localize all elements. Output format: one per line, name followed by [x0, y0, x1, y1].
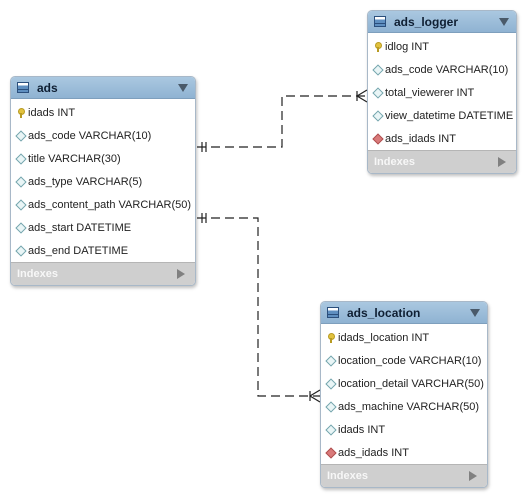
column-diamond-icon [16, 223, 25, 232]
indexes-label: Indexes [374, 156, 415, 168]
column-label: view_datetime DATETIME [385, 109, 514, 122]
column-row[interactable]: ads_code VARCHAR(10) [368, 58, 516, 81]
table-title: ads [37, 80, 58, 95]
column-row[interactable]: idads INT [321, 418, 487, 441]
table-header[interactable]: ads_logger [368, 11, 516, 33]
column-diamond-icon [326, 425, 335, 434]
column-list: idlog INT ads_code VARCHAR(10) total_vie… [368, 33, 516, 150]
column-diamond-icon [373, 111, 382, 120]
column-diamond-icon [16, 131, 25, 140]
column-label: ads_code VARCHAR(10) [385, 63, 509, 76]
primary-key-icon [373, 42, 382, 52]
column-row[interactable]: ads_content_path VARCHAR(50) [11, 193, 195, 216]
column-row[interactable]: ads_code VARCHAR(10) [11, 124, 195, 147]
collapse-arrow-icon[interactable] [499, 18, 509, 26]
column-diamond-icon [16, 177, 25, 186]
table-header[interactable]: ads [11, 77, 195, 99]
column-label: idads INT [28, 106, 76, 119]
column-row[interactable]: ads_end DATETIME [11, 239, 195, 262]
table-title: ads_logger [394, 14, 459, 29]
relationship-ads-to-ads-logger [197, 89, 368, 152]
expand-arrow-icon[interactable] [177, 269, 185, 279]
foreign-key-icon [326, 448, 335, 457]
column-row[interactable]: ads_machine VARCHAR(50) [321, 395, 487, 418]
table-icon [374, 16, 386, 27]
column-label: idads INT [338, 423, 386, 436]
column-row[interactable]: ads_start DATETIME [11, 216, 195, 239]
foreign-key-icon [373, 134, 382, 143]
indexes-section[interactable]: Indexes [321, 464, 487, 487]
column-row[interactable]: ads_type VARCHAR(5) [11, 170, 195, 193]
column-label: total_viewerer INT [385, 86, 475, 99]
column-label: title VARCHAR(30) [28, 152, 121, 165]
column-label: idads_location INT [338, 331, 430, 344]
table-ads[interactable]: ads idads INT ads_code VARCHAR(10) title… [10, 76, 196, 286]
column-diamond-icon [326, 379, 335, 388]
column-row[interactable]: title VARCHAR(30) [11, 147, 195, 170]
column-row[interactable]: ads_idads INT [368, 127, 516, 150]
column-list: idads INT ads_code VARCHAR(10) title VAR… [11, 99, 195, 262]
collapse-arrow-icon[interactable] [470, 309, 480, 317]
column-row[interactable]: view_datetime DATETIME [368, 104, 516, 127]
indexes-label: Indexes [17, 268, 58, 280]
table-title: ads_location [347, 305, 421, 320]
column-label: ads_type VARCHAR(5) [28, 175, 143, 188]
column-row[interactable]: location_detail VARCHAR(50) [321, 372, 487, 395]
column-row[interactable]: idads_location INT [321, 326, 487, 349]
column-diamond-icon [326, 402, 335, 411]
column-row[interactable]: idads INT [11, 101, 195, 124]
table-icon [17, 82, 29, 93]
primary-key-icon [326, 333, 335, 343]
column-label: idlog INT [385, 40, 430, 53]
table-ads-location[interactable]: ads_location idads_location INT location… [320, 301, 488, 488]
table-icon [327, 307, 339, 318]
column-diamond-icon [16, 200, 25, 209]
column-diamond-icon [16, 246, 25, 255]
column-diamond-icon [373, 88, 382, 97]
column-label: ads_idads INT [338, 446, 409, 459]
expand-arrow-icon[interactable] [498, 157, 506, 167]
column-label: ads_machine VARCHAR(50) [338, 400, 480, 413]
column-label: ads_content_path VARCHAR(50) [28, 198, 192, 211]
column-label: ads_idads INT [385, 132, 456, 145]
column-diamond-icon [326, 356, 335, 365]
indexes-section[interactable]: Indexes [11, 262, 195, 285]
primary-key-icon [16, 108, 25, 118]
column-diamond-icon [373, 65, 382, 74]
column-diamond-icon [16, 154, 25, 163]
indexes-label: Indexes [327, 470, 368, 482]
table-ads-logger[interactable]: ads_logger idlog INT ads_code VARCHAR(10… [367, 10, 517, 174]
collapse-arrow-icon[interactable] [178, 84, 188, 92]
column-row[interactable]: idlog INT [368, 35, 516, 58]
column-list: idads_location INT location_code VARCHAR… [321, 324, 487, 464]
expand-arrow-icon[interactable] [469, 471, 477, 481]
column-row[interactable]: total_viewerer INT [368, 81, 516, 104]
table-header[interactable]: ads_location [321, 302, 487, 324]
column-label: location_detail VARCHAR(50) [338, 377, 484, 390]
indexes-section[interactable]: Indexes [368, 150, 516, 173]
column-label: location_code VARCHAR(10) [338, 354, 482, 367]
relationship-ads-to-ads-location [197, 213, 321, 403]
column-row[interactable]: ads_idads INT [321, 441, 487, 464]
column-label: ads_end DATETIME [28, 244, 129, 257]
column-label: ads_start DATETIME [28, 221, 132, 234]
column-row[interactable]: location_code VARCHAR(10) [321, 349, 487, 372]
column-label: ads_code VARCHAR(10) [28, 129, 152, 142]
